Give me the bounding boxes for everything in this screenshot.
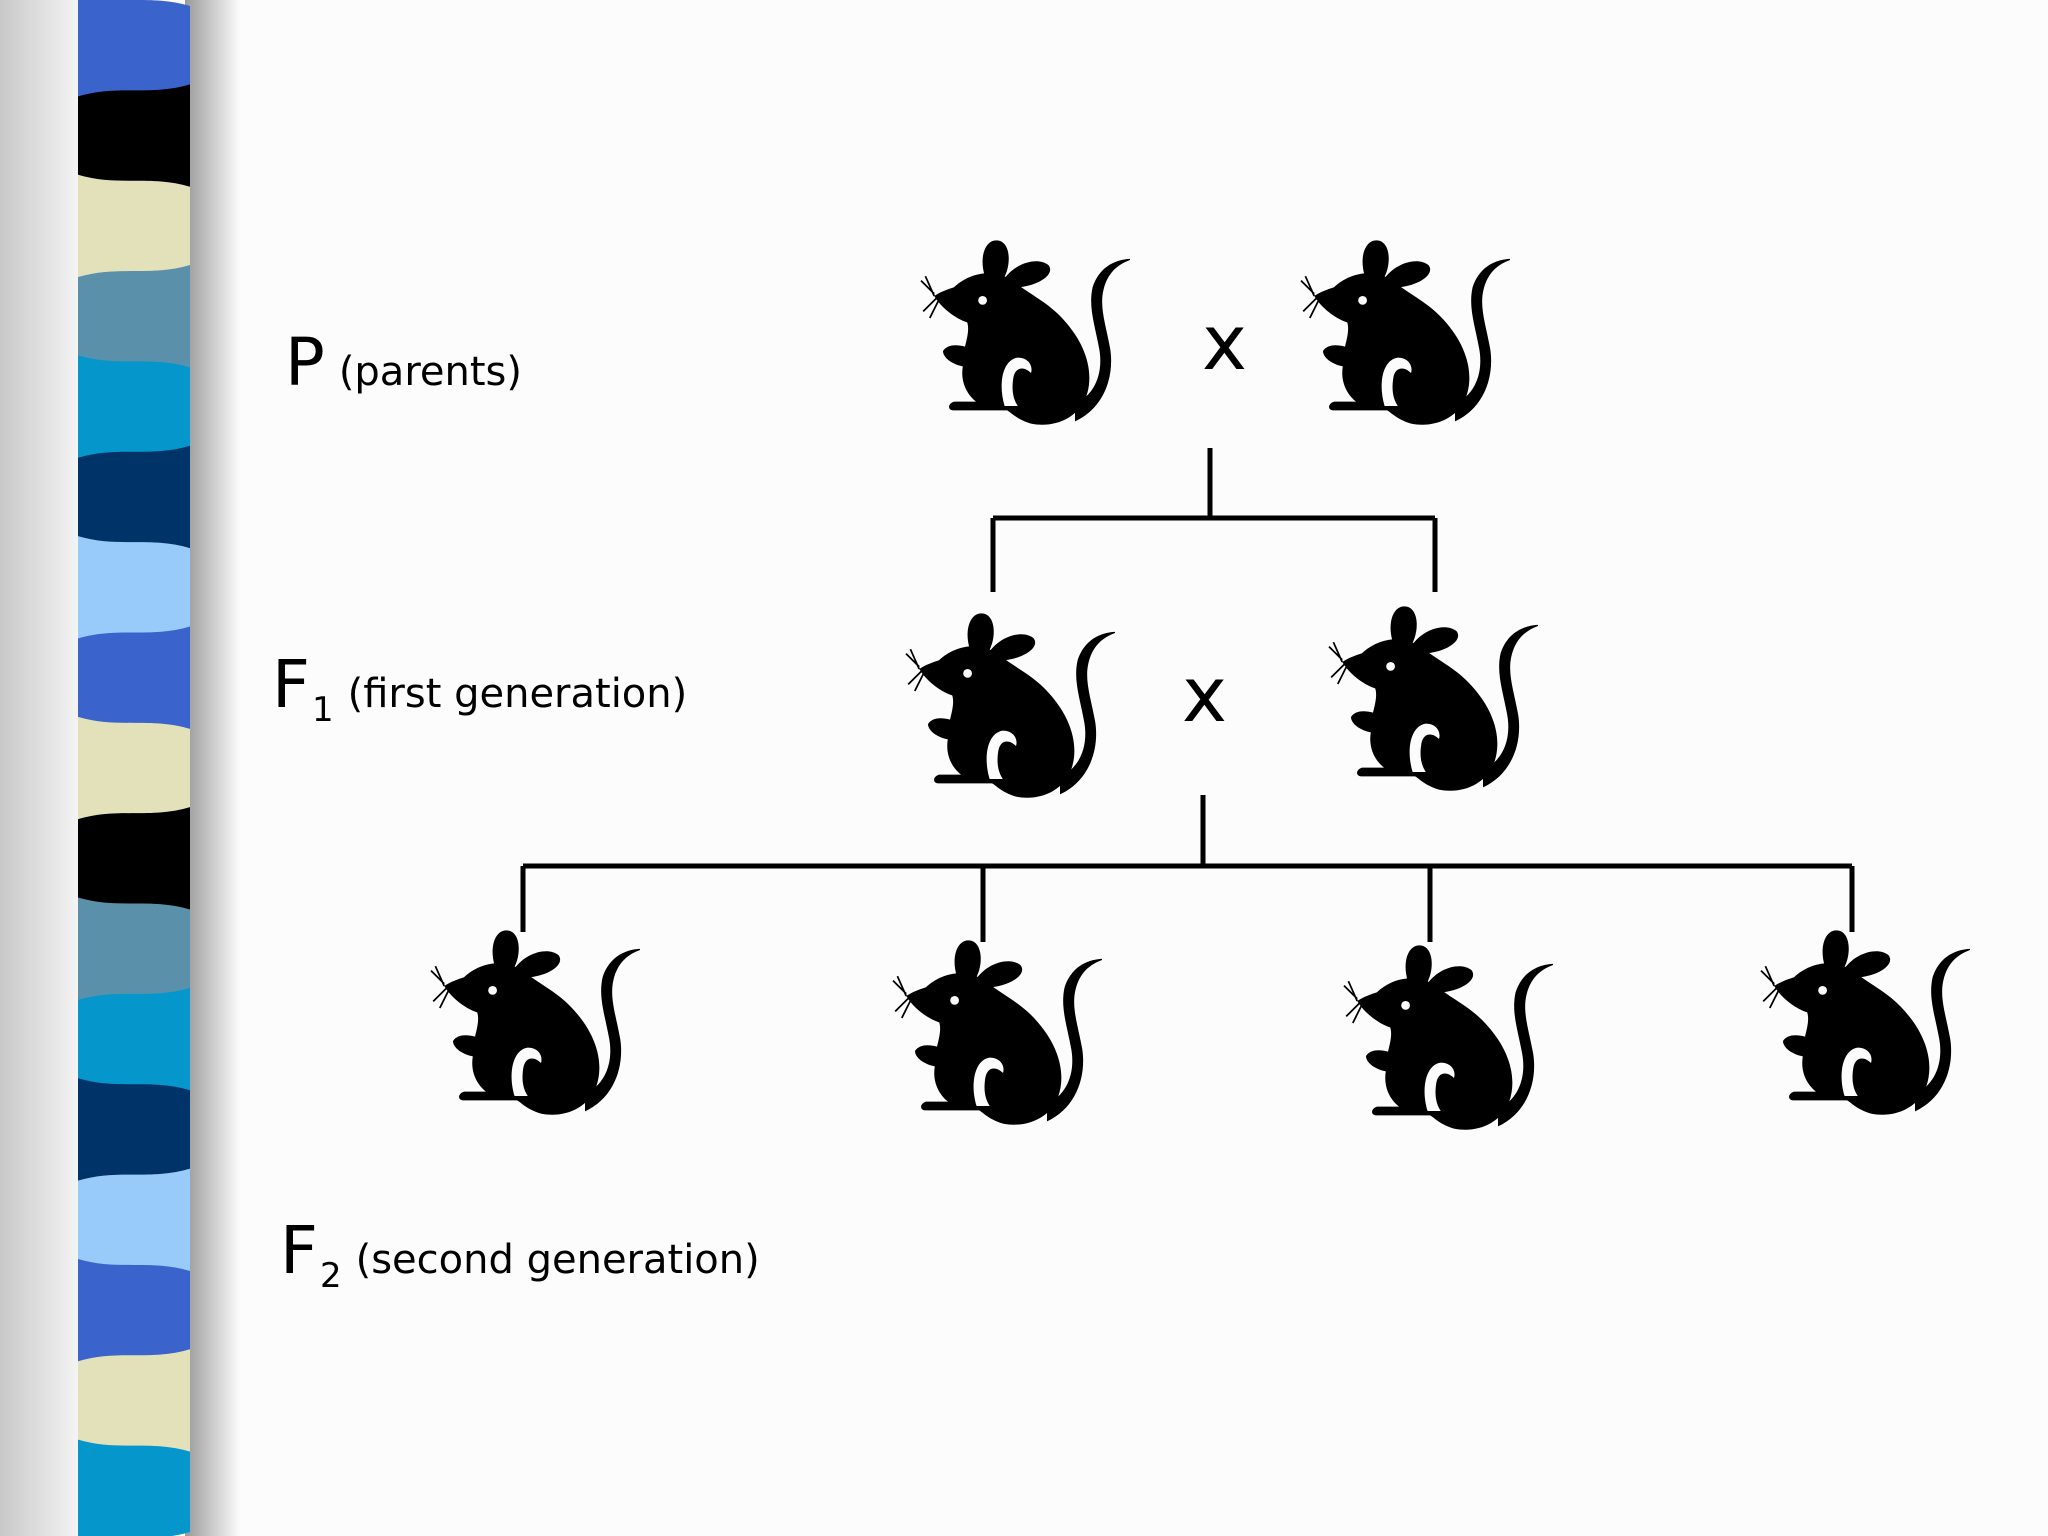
mouse-silhouette-icon — [892, 939, 1102, 1126]
generation-subscript: 2 — [319, 1256, 342, 1296]
pedigree-connectors — [520, 448, 1855, 942]
decorative-stripe — [78, 0, 190, 99]
cross-symbol-f1: x — [1182, 650, 1227, 739]
decorative-stripe — [78, 987, 190, 1093]
mouse-silhouette-icon — [920, 239, 1130, 426]
decorative-stripe — [78, 1439, 190, 1536]
p-to-f1-connector — [990, 448, 1438, 592]
mouse-silhouette-icon — [1328, 605, 1538, 792]
decorative-stripe — [78, 1258, 190, 1364]
generation-label-p: P(parents) — [285, 330, 522, 396]
f1-to-f2-connector — [520, 795, 1855, 942]
decorative-stripe — [78, 1349, 190, 1454]
decorative-stripe — [78, 626, 190, 731]
mouse-silhouette-icon — [1760, 929, 1970, 1116]
decorative-stripe — [78, 807, 190, 912]
decorative-stripe — [78, 1078, 190, 1183]
generation-subscript: 1 — [311, 690, 334, 730]
decorative-stripe — [78, 265, 190, 370]
mouse-silhouette-icon — [430, 929, 640, 1116]
decorative-stripe — [78, 536, 190, 641]
decorative-stripe — [78, 1168, 190, 1273]
decorative-stripe — [78, 355, 190, 460]
mouse-silhouette-icon — [905, 612, 1115, 799]
decorative-stripe — [78, 84, 190, 189]
generation-description: (parents) — [338, 349, 522, 395]
generation-symbol: F — [272, 646, 310, 723]
cross-symbol-parents: x — [1202, 298, 1247, 387]
generation-label-f2: F2(second generation) — [280, 1218, 760, 1294]
generation-description: (second generation) — [355, 1237, 760, 1283]
generation-label-f1: F1(first generation) — [272, 652, 688, 728]
decorative-stripe — [78, 897, 190, 1002]
generation-description: (first generation) — [347, 671, 688, 717]
decorative-stripe — [78, 445, 190, 551]
generation-symbol: F — [280, 1212, 318, 1289]
decorative-stripe — [78, 716, 190, 822]
generation-symbol: P — [285, 324, 325, 401]
mouse-silhouette-icon — [1343, 944, 1553, 1131]
mouse-silhouette-icon — [1300, 239, 1510, 426]
decorative-stripe — [78, 174, 190, 280]
